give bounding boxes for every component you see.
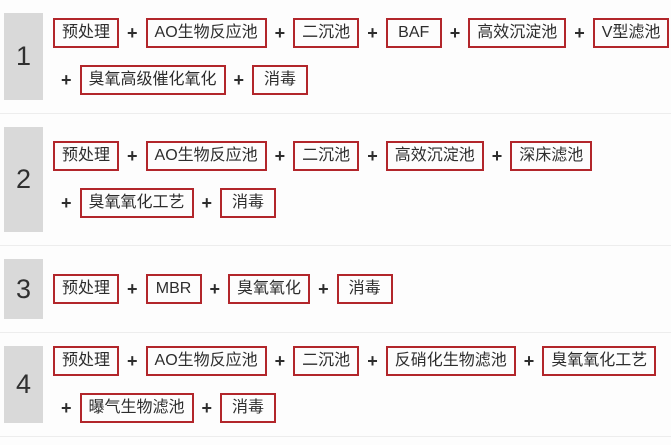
plus-separator: + [367, 146, 378, 166]
process-step-box: 预处理 [53, 274, 120, 304]
plus-separator: + [574, 23, 585, 43]
plus-separator: + [61, 398, 72, 418]
row-number-badge: 4 [4, 346, 43, 423]
plus-separator: + [318, 279, 329, 299]
process-step-box: 反硝化生物滤池 [385, 346, 516, 376]
plus-separator: + [274, 146, 286, 166]
row-number-badge: 2 [4, 127, 43, 232]
plus-separator: + [449, 23, 461, 43]
process-step-box: 预处理 [53, 18, 120, 48]
process-step-box: 臭氧氧化 [228, 274, 311, 304]
process-line: + 臭氧氧化工艺 + 消毒 [53, 188, 277, 218]
row-content: 预处理 + AO生物反应池 + 二沉池 + 高效沉淀池 + 深床滤池 + 臭氧氧化工艺 + 消毒 [53, 141, 671, 218]
plus-separator: + [201, 193, 213, 213]
plus-separator: + [209, 279, 221, 299]
process-line: + 臭氧高级催化氧化 + 消毒 [53, 65, 309, 95]
process-step-box: 预处理 [53, 141, 120, 171]
row-content: 预处理 + MBR + 臭氧氧化 + 消毒 [53, 274, 671, 304]
process-line: 预处理 + AO生物反应池 + 二沉池 + BAF + 高效沉淀池 + V型滤池 [53, 18, 670, 48]
process-row-2: 2 预处理 + AO生物反应池 + 二沉池 + 高效沉淀池 + 深床滤池 + 臭氧氧化工艺 + 消毒 [0, 114, 671, 246]
process-step-box: 臭氧氧化工艺 [79, 188, 194, 218]
plus-separator: + [491, 146, 503, 166]
process-line: 预处理 + AO生物反应池 + 二沉池 + 反硝化生物滤池 + 臭氧氧化工艺 [53, 346, 657, 376]
plus-separator: + [233, 70, 245, 90]
process-step-box: 消毒 [220, 188, 277, 218]
process-step-box: 二沉池 [293, 141, 360, 171]
process-step-box: 二沉池 [293, 18, 360, 48]
process-step-box: 曝气生物滤池 [79, 393, 194, 423]
process-step-box: 深床滤池 [510, 141, 593, 171]
row-content: 预处理+AO生物反应池+二沉池+BAF+高效沉淀池+V型滤池+臭氧高级催化氧化+… [53, 18, 671, 95]
plus-separator: + [274, 351, 286, 371]
process-step-box: 预处理 [53, 346, 120, 376]
process-step-box: AO生物反应池 [145, 346, 267, 376]
process-step-box: MBR [145, 274, 202, 304]
process-step-box: 高效沉淀池 [385, 141, 484, 171]
plus-separator: + [201, 398, 213, 418]
plus-separator: + [367, 23, 378, 43]
plus-separator: + [127, 279, 138, 299]
process-line: + 曝气生物滤池 + 消毒 [53, 393, 277, 423]
process-step-box: AO生物反应池 [145, 18, 267, 48]
plus-separator: + [367, 351, 378, 371]
process-step-box: 消毒 [336, 274, 393, 304]
plus-separator: + [61, 193, 72, 213]
row-number-badge: 3 [4, 259, 43, 319]
plus-separator: + [127, 146, 138, 166]
process-row-1: 1 预处理 + AO生物反应池 + 二沉池 + BAF + 高效沉淀池 + V型滤池 + 臭氧高级催化氧化… [0, 0, 671, 114]
process-step-box: 臭氧氧化工艺 [542, 346, 657, 376]
row-number-badge: 1 [4, 13, 43, 100]
plus-separator: + [274, 23, 286, 43]
process-step-box: 臭氧高级催化氧化 [79, 65, 226, 95]
process-step-box: V型滤池 [592, 18, 670, 48]
plus-separator: + [127, 351, 138, 371]
process-step-box: AO生物反应池 [145, 141, 267, 171]
process-step-box: BAF [385, 18, 442, 48]
plus-separator: + [523, 351, 535, 371]
plus-separator: + [127, 23, 138, 43]
process-row-4: 4 预处理 + AO生物反应池 + 二沉池 + 反硝化生物滤池 + 臭氧氧化工艺 + 曝气生物滤池 + 消… [0, 333, 671, 437]
process-step-box: 二沉池 [293, 346, 360, 376]
plus-separator: + [61, 70, 72, 90]
process-row-3: 3 预处理 + MBR + 臭氧氧化 + 消毒 [0, 246, 671, 333]
process-step-box: 消毒 [220, 393, 277, 423]
process-line: 预处理 + AO生物反应池 + 二沉池 + 高效沉淀池 + 深床滤池 [53, 141, 593, 171]
row-content: 预处理 + AO生物反应池 + 二沉池 + 反硝化生物滤池 + 臭氧氧化工艺 + 曝气生物滤池 + 消毒 [53, 346, 671, 423]
process-step-box: 消毒 [252, 65, 309, 95]
process-step-box: 高效沉淀池 [468, 18, 567, 48]
process-line: 预处理 + MBR + 臭氧氧化 + 消毒 [53, 274, 393, 304]
